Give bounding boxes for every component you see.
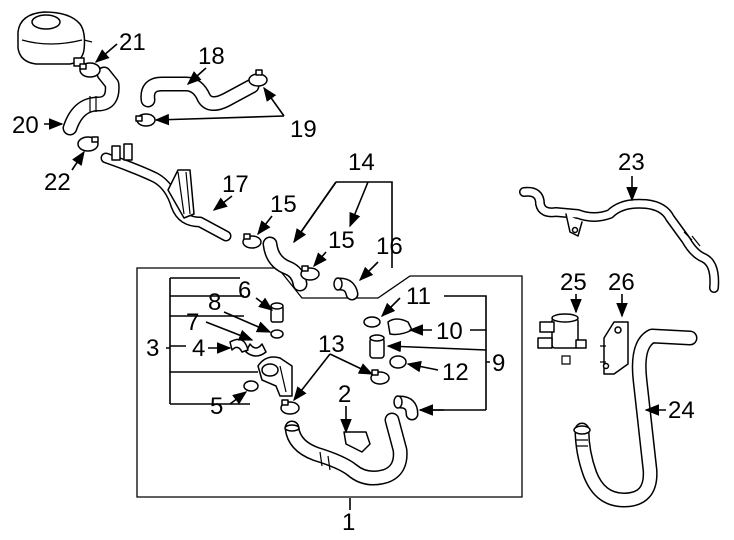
connector-12-part <box>369 334 407 369</box>
callout-17: 17 <box>222 171 249 198</box>
clamp-19a-part <box>248 69 268 87</box>
clip-10-part <box>387 318 413 336</box>
callout-13: 13 <box>318 331 345 358</box>
callout-3: 3 <box>146 335 159 362</box>
callout-18: 18 <box>198 43 225 70</box>
callout-6: 6 <box>238 277 251 304</box>
leader-19b <box>154 113 285 126</box>
hose-20-part <box>62 66 120 136</box>
callout-19: 19 <box>290 116 317 143</box>
callout-16: 16 <box>376 233 403 260</box>
connector-6-part <box>270 302 284 323</box>
callout-2: 2 <box>338 381 351 408</box>
callout-23: 23 <box>618 149 645 176</box>
callout-7: 7 <box>186 309 199 336</box>
hose-assembly-part <box>284 412 408 486</box>
leader-11 <box>380 297 401 318</box>
callout-12: 12 <box>442 359 469 386</box>
leader-15a <box>257 215 273 236</box>
clamp-22-part <box>77 136 99 152</box>
leader-13b <box>329 353 374 375</box>
hose-24-part <box>573 328 698 508</box>
leader-12 <box>406 360 439 373</box>
pipe-23-part <box>519 186 720 293</box>
callout-4: 4 <box>192 335 205 362</box>
callout-25: 25 <box>560 269 587 296</box>
leader-17 <box>212 195 233 211</box>
leader-21 <box>94 43 118 63</box>
hose-14-part <box>262 236 308 292</box>
callout-24: 24 <box>668 397 695 424</box>
callout-15a: 15 <box>270 191 297 218</box>
callout-8: 8 <box>208 289 221 316</box>
clamp-13b-part <box>370 369 390 385</box>
callout-1: 1 <box>342 509 355 536</box>
leader-3-bracket <box>166 277 258 405</box>
clamp-21-part <box>79 62 101 78</box>
o-ring-11-part <box>363 316 381 328</box>
callout-22: 22 <box>44 169 71 196</box>
clamp-19b-part <box>135 113 156 127</box>
callout-15b: 15 <box>328 227 355 254</box>
bracket-26-part <box>600 321 629 375</box>
clamp-15b-part <box>300 265 320 281</box>
callout-11: 11 <box>406 283 431 310</box>
leader-9-bracket <box>420 295 490 411</box>
callout-5: 5 <box>210 393 223 420</box>
callout-21: 21 <box>119 29 146 56</box>
coolant-reservoir-part <box>17 11 93 67</box>
leader-7 <box>205 321 254 341</box>
callout-9: 9 <box>492 350 505 377</box>
elbow-9-part <box>393 395 419 421</box>
leader-14b <box>293 181 337 244</box>
clamp-13a-part <box>280 399 300 415</box>
assembly-box-1 <box>136 267 523 498</box>
leader-22 <box>71 150 85 171</box>
pipe-17-part <box>100 143 232 242</box>
clip-7-part <box>245 343 267 357</box>
callout-10: 10 <box>436 318 463 345</box>
callout-26: 26 <box>608 269 635 296</box>
leader-8 <box>223 311 272 333</box>
leader-13 <box>293 353 331 402</box>
housing-3-part <box>257 356 293 397</box>
leader-19 <box>263 86 285 117</box>
clip-4-part <box>229 338 249 353</box>
hose-18-part <box>140 76 260 111</box>
leader-16 <box>358 261 379 282</box>
leader-6 <box>255 297 274 311</box>
leader-15b <box>313 251 327 268</box>
bracket-2-part <box>343 431 371 453</box>
leader-18 <box>186 67 207 85</box>
leader-12b <box>386 340 487 353</box>
o-ring-5-part <box>243 380 259 392</box>
callout-20: 20 <box>12 112 39 139</box>
pump-25-part <box>537 313 587 365</box>
elbow-16-part <box>333 277 359 301</box>
leader-5 <box>229 391 248 405</box>
o-ring-8-part <box>270 329 284 339</box>
callout-14: 14 <box>348 149 375 176</box>
clamp-15a-part <box>242 233 262 249</box>
